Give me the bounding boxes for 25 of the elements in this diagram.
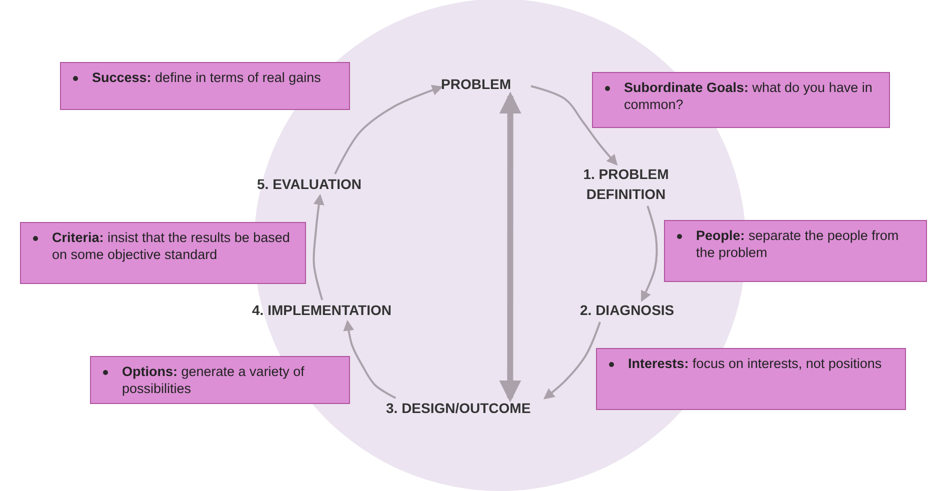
callout-text: Criteria: insist that the results be based on some objective standard xyxy=(52,229,291,263)
stage-label: 5. EVALUATION xyxy=(257,174,407,196)
callout-box xyxy=(592,72,890,128)
callout-box xyxy=(20,222,306,284)
callout-text: People: separate the people from the problem xyxy=(696,227,900,261)
callout-box xyxy=(596,348,906,410)
arrow xyxy=(641,206,658,302)
callout-text: Options: generate a variety of possibilities xyxy=(122,363,306,397)
callout-box xyxy=(90,356,350,404)
stage-label: PROBLEM xyxy=(441,74,531,96)
stage-label: 2. DIAGNOSIS xyxy=(580,300,680,322)
double-arrow xyxy=(499,92,522,402)
stage-label: 3. DESIGN/OUTCOME xyxy=(386,398,580,420)
callout-text: Success: define in terms of real gains xyxy=(92,69,321,86)
arrow xyxy=(530,85,618,166)
stage-label: 1. PROBLEM DEFINITION xyxy=(577,164,675,206)
callout-text: Interests: focus on interests, not positions xyxy=(628,355,882,372)
arrow xyxy=(543,322,601,400)
arrow xyxy=(334,84,444,174)
arrow xyxy=(312,194,324,300)
callout-box xyxy=(664,220,927,282)
stage-label: 4. IMPLEMENTATION xyxy=(252,300,447,322)
callout-box xyxy=(60,62,350,110)
callout-text: Subordinate Goals: what do you have in common? xyxy=(624,79,874,113)
arrow xyxy=(343,320,396,399)
